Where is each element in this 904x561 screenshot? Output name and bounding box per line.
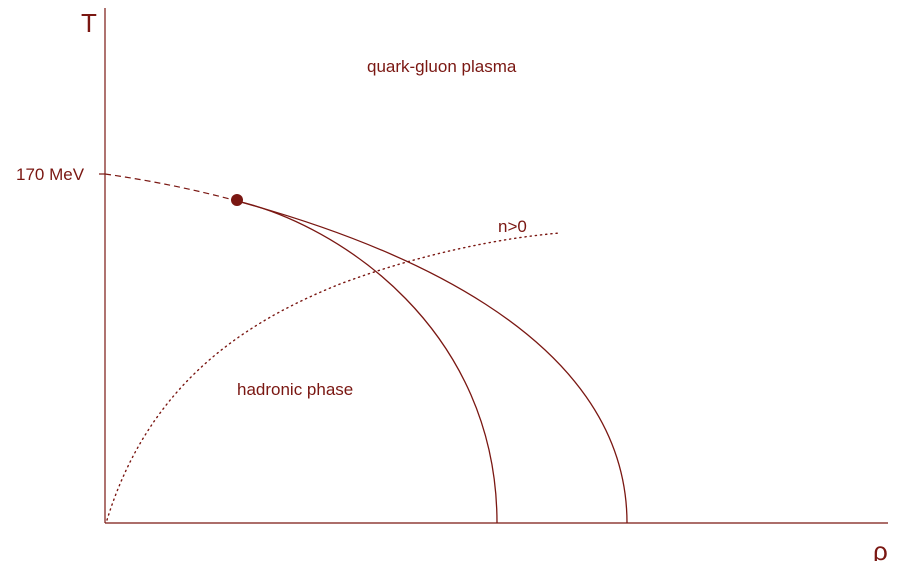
rho-axis-label: ρ [873, 536, 888, 561]
n-positive-dotted-curve [106, 232, 561, 521]
outer-phase-boundary [236, 200, 628, 524]
n-positive-label: n>0 [498, 217, 527, 236]
critical-point [231, 194, 243, 206]
t-tick-label: 170 MeV [16, 165, 85, 184]
t-axis-label: T [81, 8, 97, 38]
qgp-region-label: quark-gluon plasma [367, 57, 517, 76]
inner-phase-boundary [236, 200, 498, 524]
crossover-dashed-line [104, 173, 238, 202]
hadronic-region-label: hadronic phase [237, 380, 353, 399]
